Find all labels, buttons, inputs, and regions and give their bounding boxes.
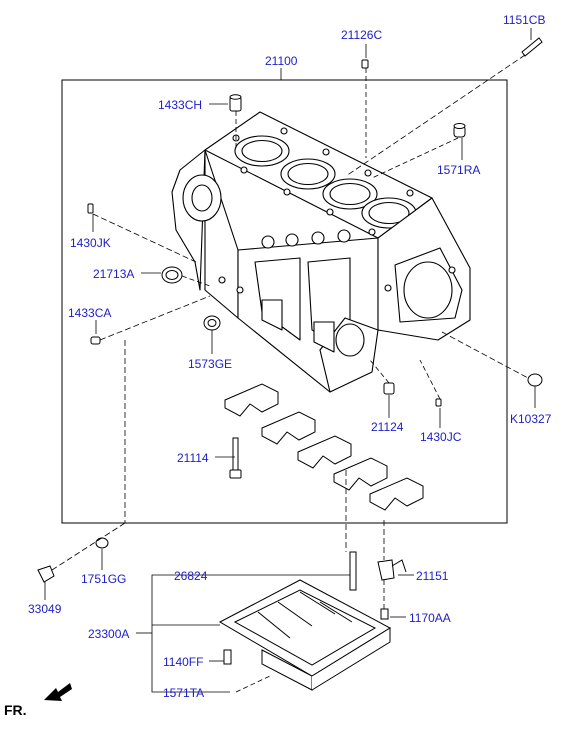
part-label-1571ta[interactable]: 1571TA [163, 686, 205, 700]
part-label-k10327[interactable]: K10327 [510, 412, 552, 426]
cylinder-block-drawing [171, 111, 471, 393]
part-label-1433ch[interactable]: 1433CH [158, 98, 203, 112]
small-parts-drawings [37, 37, 543, 691]
part-label-21100[interactable]: 21100 [265, 54, 298, 68]
part-label-26824[interactable]: 26824 [174, 569, 208, 583]
part-label-23300a[interactable]: 23300A [88, 627, 130, 641]
part-label-1151cb[interactable]: 1151CB [503, 13, 546, 27]
part-label-1430jk[interactable]: 1430JK [70, 236, 111, 250]
leader-lines [44, 28, 536, 693]
part-label-21114[interactable]: 21114 [177, 451, 209, 465]
assembly-frame [61, 79, 508, 524]
arrow-left-down-icon [44, 683, 72, 701]
part-label-21126c[interactable]: 21126C [341, 28, 383, 42]
part-label-1751gg[interactable]: 1751GG [81, 572, 127, 586]
part-label-21713a[interactable]: 21713A [93, 267, 135, 281]
front-direction-marker: FR. [4, 702, 27, 718]
part-label-21151[interactable]: 21151 [416, 569, 449, 583]
part-label-1573ge[interactable]: 1573GE [188, 357, 233, 371]
part-label-1430jc[interactable]: 1430JC [420, 430, 462, 444]
part-label-1140ff[interactable]: 1140FF [163, 655, 204, 669]
part-label-1433ca[interactable]: 1433CA [68, 306, 112, 320]
part-label-21124[interactable]: 21124 [371, 420, 404, 434]
part-label-1170aa[interactable]: 1170AA [409, 611, 451, 625]
part-label-33049[interactable]: 33049 [28, 602, 62, 616]
part-label-1571ra[interactable]: 1571RA [437, 163, 481, 177]
